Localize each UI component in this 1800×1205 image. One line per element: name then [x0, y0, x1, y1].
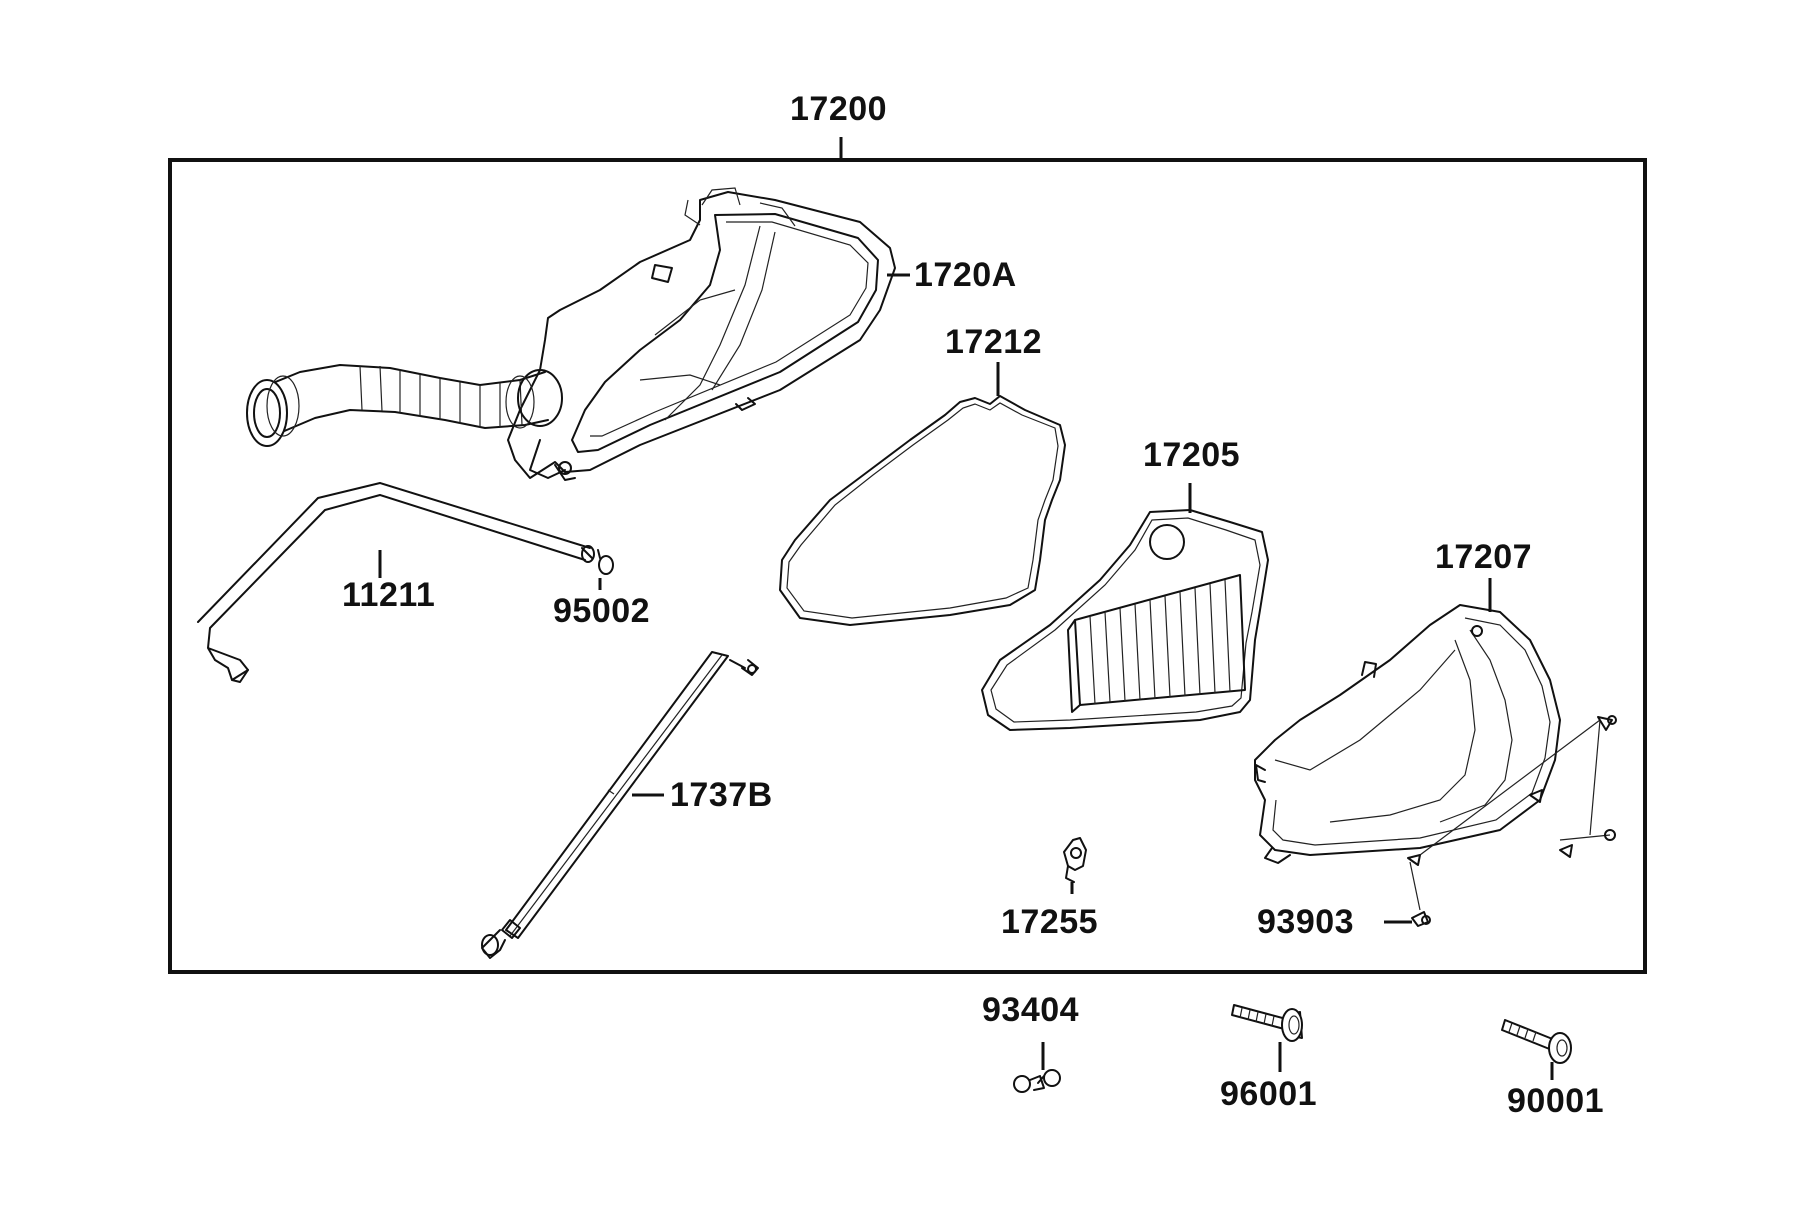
cover-screws-drawing	[1407, 715, 1617, 927]
drain-tube-drawing	[481, 651, 759, 959]
label-1720A: 1720A	[914, 256, 1017, 294]
screw-93404-drawing	[1013, 1069, 1061, 1093]
case-cover-drawing	[1254, 604, 1561, 864]
label-17255: 17255	[1001, 903, 1099, 941]
label-93404: 93404	[982, 991, 1080, 1029]
breather-tube-drawing	[197, 482, 595, 683]
bolt-90001-drawing	[1501, 1019, 1572, 1064]
bracket-drawing	[1063, 837, 1087, 883]
gasket-drawing	[779, 395, 1066, 626]
air-cleaner-case-drawing	[246, 187, 896, 481]
bolt-96001-drawing	[1231, 1004, 1303, 1042]
label-17200: 17200	[790, 90, 888, 128]
label-1737B: 1737B	[670, 776, 773, 814]
label-95002: 95002	[553, 592, 651, 630]
tube-clip-drawing	[597, 549, 614, 575]
filter-element-drawing	[981, 509, 1269, 731]
label-17212: 17212	[945, 323, 1043, 361]
label-11211: 11211	[342, 576, 436, 614]
label-17207: 17207	[1435, 538, 1533, 576]
label-93903: 93903	[1257, 903, 1355, 941]
label-17205: 17205	[1143, 436, 1241, 474]
assembly-frame	[168, 158, 1647, 974]
label-90001: 90001	[1507, 1082, 1605, 1120]
label-96001: 96001	[1220, 1075, 1318, 1113]
